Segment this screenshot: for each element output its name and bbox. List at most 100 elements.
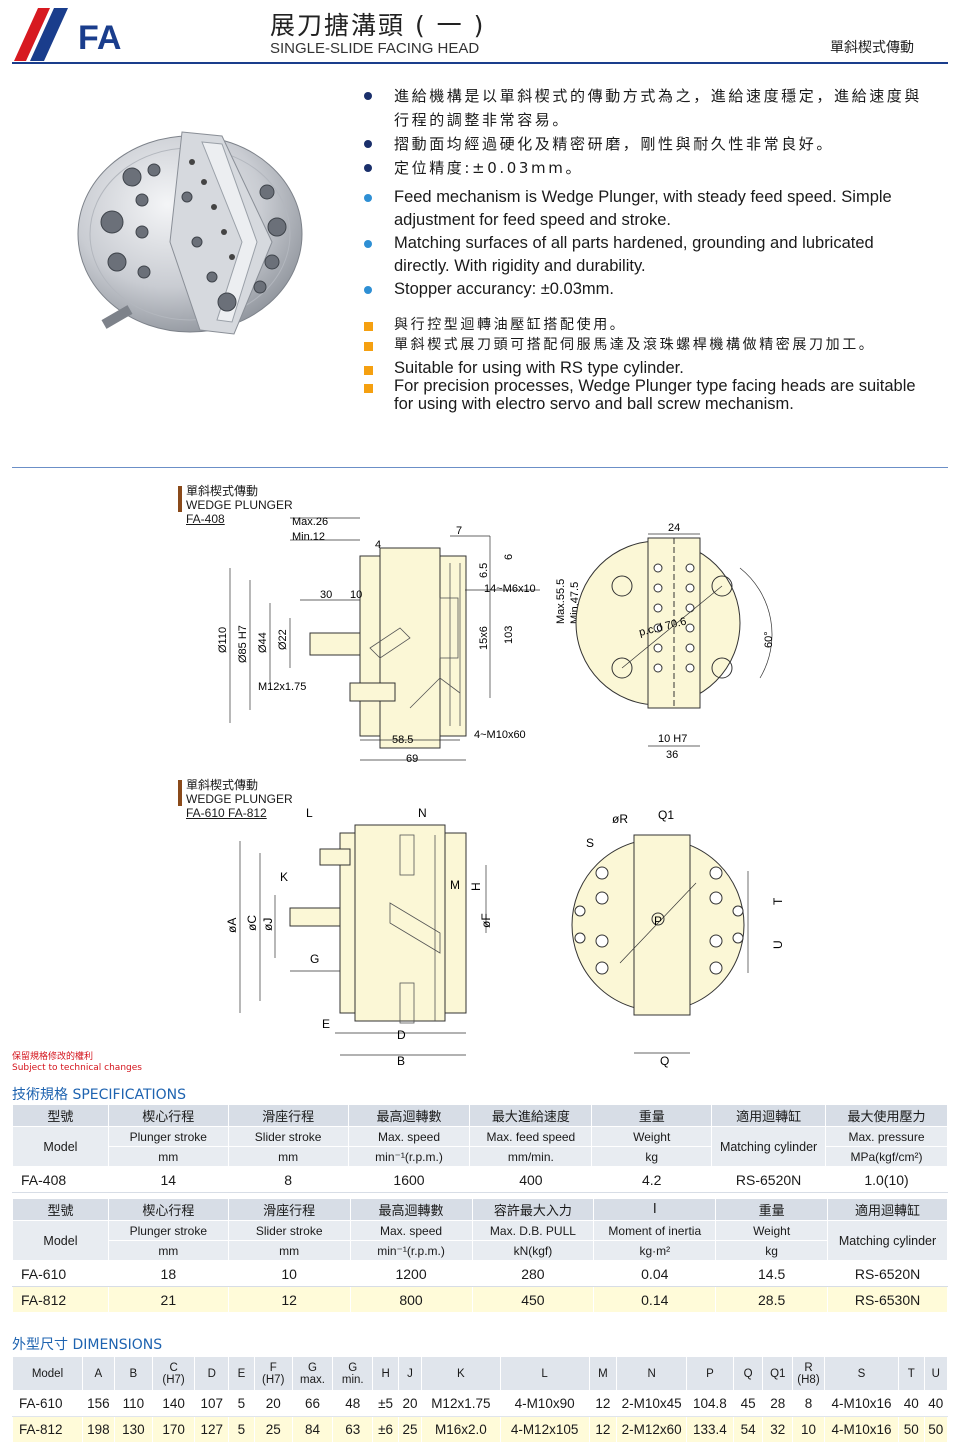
list-item: 定位精度:±0.03mm。 [360,156,930,180]
subject-to-change-note: 保留規格修改的權利 Subject to technical changes [12,1052,142,1073]
product-photo [77,131,303,335]
dim-15x6: 15x6 [478,626,490,650]
dim-cell: 48 [332,1390,374,1417]
dim-header-cell: U [923,1356,949,1391]
dim-header-cell: K [421,1356,501,1391]
list-item: 與行控型迴轉油壓缸搭配使用。 [360,315,930,335]
dim-cell: 130 [113,1416,153,1443]
dim-header-cell: H [372,1356,399,1391]
letter-A: øA [225,918,239,933]
dim-phi85: Ø85 H7 [237,625,249,663]
dim-header-cell: F(H7) [253,1356,293,1391]
label-bar-icon [178,780,182,806]
dim-cell: 20 [253,1390,293,1417]
dim-cell: 25 [397,1416,423,1443]
dim-m12: M12x1.75 [258,681,306,693]
spec-table-1: 型號楔心行程 滑座行程最高迴轉數 最大進給速度重量 適用迴轉缸最大使用壓力 Mo… [12,1104,948,1193]
list-item: 進給機構是以單斜楔式的傳動方式為之，進給速度穩定，進給速度與行程的調整非常容易。 [360,84,930,132]
letter-C: øC [245,915,259,931]
dim-cell: 198 [81,1416,115,1443]
label-bar-icon [178,486,182,512]
dim-cell: 2-M10x45 [616,1390,688,1417]
fa408-drawing: Max.26 Min.12 4 7 30 10 14~M6x10 Ø110 Ø8… [217,516,775,765]
dim-cell: M12x1.75 [421,1390,501,1417]
list-item: Suitable for using with RS type cylinder… [360,359,930,377]
letter-Q1: Q1 [658,808,674,822]
letter-R: øR [612,812,628,826]
dim-header-cell: E [228,1356,255,1391]
dim-header-cell: Q [732,1356,764,1391]
dim-cell: 170 [151,1416,196,1443]
bullet-dot-icon [364,240,372,248]
dim-header-cell: A [81,1356,115,1391]
dim-cell: ±6 [372,1416,399,1443]
letter-M: M [450,878,460,892]
dim-cell: 140 [151,1390,196,1417]
bullet-dot-icon [364,286,372,294]
dim-cell: M16x2.0 [421,1416,501,1443]
dim-cell: 50 [898,1416,925,1443]
dim-cell: 4-M10x90 [499,1390,590,1417]
fa610-812-drawing: L N K M H øA øC øJ øF G E D B øR Q1 S P … [225,806,785,1068]
dim-cell: 28 [762,1390,794,1417]
dim-header-cell: J [397,1356,423,1391]
drawing2-label: 單斜楔式傳動 WEDGE PLUNGER FA-610 FA-812 [178,778,293,820]
dim-header-cell: B [113,1356,153,1391]
dim-cell: 50 [923,1416,949,1443]
dim-cell: 40 [923,1390,949,1417]
logo-text: FA [78,19,121,57]
dim-cell: 84 [291,1416,334,1443]
letter-F: øF [479,913,493,928]
dim-cell: ±5 [372,1390,399,1417]
dim-103: 103 [503,626,515,644]
dim-header-cell: N [616,1356,688,1391]
dim-cell: 127 [194,1416,230,1443]
letter-D: D [397,1028,406,1042]
list-item: 摺動面均經過硬化及精密研磨，剛性與耐久性非常良好。 [360,132,930,156]
dim-phi44: Ø44 [257,632,269,653]
dim-cell: 10 [792,1416,825,1443]
dim-6: 6 [503,554,515,560]
letter-N: N [418,806,427,820]
bullet-dot-icon [364,164,372,172]
fa-logo: FA [14,8,121,61]
letter-H: H [469,882,483,891]
dim-cell: 12 [588,1416,618,1443]
dim-header-cell: Model [12,1356,83,1391]
dim-cell: 110 [113,1390,153,1417]
category-label: 單斜楔式傳動 [830,40,914,56]
dim-7: 7 [456,525,462,537]
dim-6-5: 6.5 [478,563,490,578]
dim-phi22: Ø22 [277,629,289,650]
letter-Q: Q [660,1054,669,1068]
letter-T: T [771,897,785,905]
dim-60deg: 60° [763,631,775,648]
dim-m6: 14~M6x10 [484,583,536,595]
dim-header-cell: D [194,1356,230,1391]
dim-cell: 20 [397,1390,423,1417]
dim-cell: 12 [588,1390,618,1417]
letter-L: L [306,806,313,820]
dim-cell: 2-M12x60 [616,1416,688,1443]
feature-list: 進給機構是以單斜楔式的傳動方式為之，進給速度穩定，進給速度與行程的調整非常容易。… [360,84,930,413]
list-item: For precision processes, Wedge Plunger t… [360,377,930,413]
dim-cell: 4-M10x16 [823,1416,900,1443]
dim-cell: 63 [332,1416,374,1443]
dim-cell: FA-812 [12,1416,83,1443]
dim-cell: 45 [732,1390,764,1417]
dim-header-cell: C(H7) [151,1356,196,1391]
letter-P: P [654,914,662,928]
bullet-square-icon [364,342,373,351]
dim-cell: 5 [228,1390,255,1417]
letter-S: S [586,836,594,850]
dim-cell: 66 [291,1390,334,1417]
dim-header-cell: P [686,1356,734,1391]
